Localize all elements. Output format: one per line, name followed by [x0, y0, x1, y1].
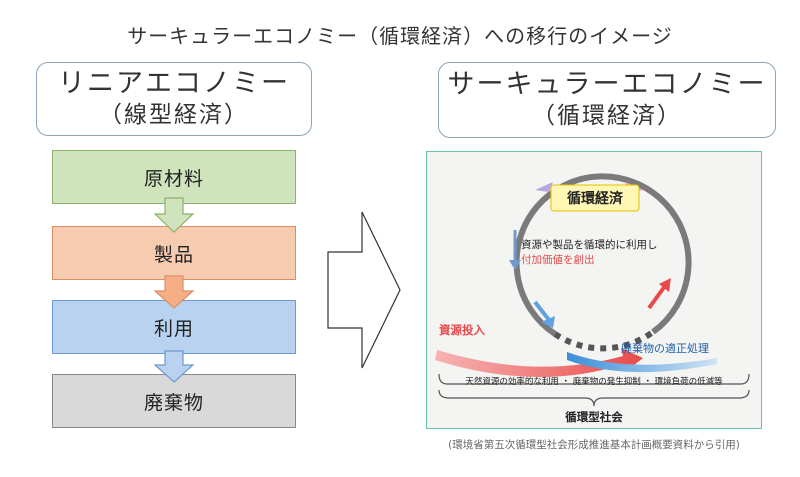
ring-arrow-icon — [647, 284, 667, 310]
society-label: 循環型社会 — [564, 410, 623, 424]
resource-input-arrow-icon — [435, 348, 643, 378]
linear-header-line1: リニアエコノミー — [58, 68, 290, 99]
linear-header-line2: （線型経済） — [99, 102, 249, 128]
flow-step-raw-material: 原材料 — [52, 150, 296, 204]
circular-diagram-svg: 循環経済 資源や製品を循環的に利用し 付加価値を創出 資源投入 廃棄物の適正処理… — [435, 173, 750, 424]
resource-input-label: 資源投入 — [439, 323, 485, 337]
source-note: (環境省第五次循環型社会形成推進基本計画概要資料から引用) — [448, 439, 740, 451]
waste-treatment-label: 廃棄物の適正処理 — [621, 341, 709, 355]
transition-arrow-icon — [327, 211, 401, 369]
center-label-box — [550, 184, 640, 212]
circular-header-line1: サーキュラーエコノミー — [447, 69, 767, 100]
down-arrow-icon — [153, 275, 195, 309]
cycle-ring-gap — [553, 329, 655, 352]
waste-output-arrow-icon — [567, 352, 717, 373]
ring-arrow-icon — [533, 300, 551, 322]
ring-arrow-icon — [535, 182, 553, 192]
linear-economy-header: リニアエコノミー （線型経済） — [36, 62, 312, 136]
ring-arrow-head — [659, 278, 671, 292]
benefits-line: 天然資源の効率的な利用 ・ 廃棄物の発生抑制 ・ 環境負荷の低減等 — [465, 376, 723, 387]
ring-arrow-head — [541, 316, 555, 328]
center-label: 循環経済 — [567, 190, 624, 207]
cycle-description-line2: 付加価値を創出 — [521, 253, 595, 266]
ring-arrow-head — [509, 260, 521, 270]
page-title: サーキュラーエコノミー（循環経済）への移行のイメージ — [127, 24, 673, 48]
down-arrow-icon — [153, 197, 195, 233]
cycle-ring — [513, 173, 692, 337]
society-bracket — [438, 373, 750, 385]
down-arrow-icon — [153, 350, 195, 383]
cycle-description-line1: 資源や製品を循環的に利用し — [521, 238, 658, 251]
circular-header-line2: （循環経済） — [532, 103, 682, 129]
society-brace — [438, 389, 750, 407]
circular-economy-illustration: 循環経済 資源や製品を循環的に利用し 付加価値を創出 資源投入 廃棄物の適正処理… — [426, 151, 762, 429]
circular-economy-header: サーキュラーエコノミー （循環経済） — [438, 62, 776, 138]
